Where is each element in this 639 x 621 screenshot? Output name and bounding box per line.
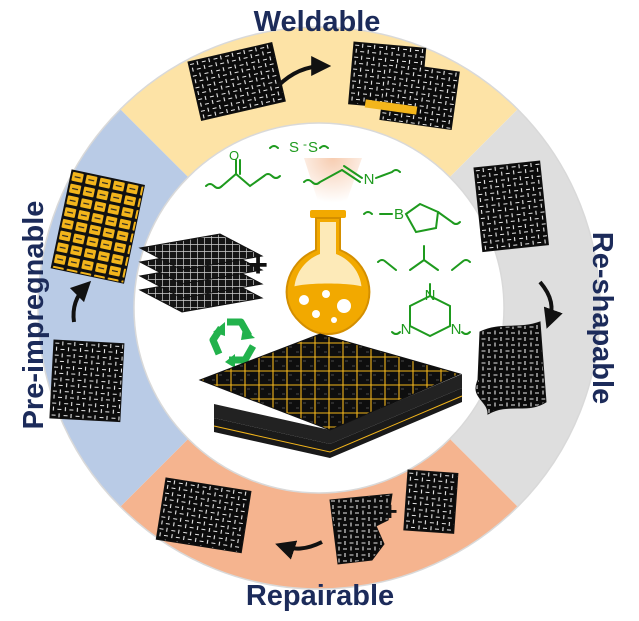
- atom-nitrogen-1: N: [425, 287, 436, 304]
- atom-sulfur-1: S: [289, 139, 299, 156]
- carbon-fabric-icon: [155, 477, 252, 554]
- arrow-icon: [276, 56, 332, 88]
- atom-nitrogen-2: N: [401, 321, 412, 338]
- carbon-fabric-icon: [473, 160, 549, 253]
- atom-boron: B: [394, 206, 404, 223]
- weldable-illustration: [187, 41, 460, 131]
- recycle-icon: [209, 318, 257, 368]
- carbon-fabric-icon: [49, 339, 125, 423]
- atom-o-carbonyl: O: [229, 148, 239, 163]
- fabric-layer-stack: [138, 233, 264, 313]
- welded-fabrics: [348, 41, 460, 131]
- preimpregnable-illustration: [49, 169, 145, 423]
- reshapable-illustration: [473, 160, 563, 415]
- flask-icon: [285, 158, 371, 335]
- center-plus: +: [248, 246, 268, 284]
- carbon-fabric-icon: [187, 42, 286, 122]
- repairable-illustration: +: [155, 469, 459, 565]
- arrow-icon: [69, 280, 92, 323]
- repair-plus: +: [382, 496, 397, 526]
- weld-joint: [364, 99, 418, 115]
- composite-laminate: [198, 333, 463, 458]
- carbon-fabric-icon: [379, 61, 460, 131]
- atom-nitrogen-3: N: [451, 321, 462, 338]
- carbon-fabric-icon: [403, 469, 459, 534]
- prepreg-fabric-icon: [50, 169, 145, 284]
- sulfur-bond: -: [303, 137, 307, 151]
- curved-fabric-icon: [475, 321, 547, 415]
- label-weldable: Weldable: [254, 6, 381, 38]
- molecule-icon: [205, 145, 471, 338]
- label-reshapable: Re-shapable: [586, 232, 618, 404]
- label-repairable: Repairable: [246, 580, 394, 612]
- arrow-icon: [538, 280, 563, 329]
- label-preimpregnable: Pre-impregnable: [18, 201, 50, 430]
- damaged-fabric-icon: [329, 493, 393, 565]
- atom-nitrogen-imine: N: [364, 171, 375, 188]
- arrow-icon: [275, 540, 323, 560]
- atom-sulfur-2: S: [308, 139, 318, 156]
